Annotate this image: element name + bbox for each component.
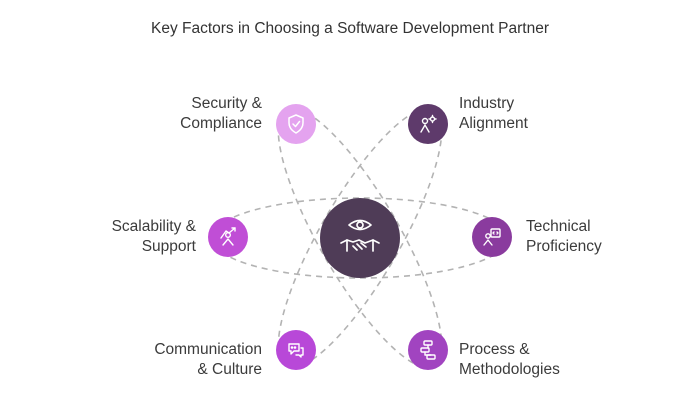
factor-label-technical: Technical Proficiency — [526, 218, 602, 255]
factor-node-industry — [408, 104, 448, 144]
factor-label-industry: Industry Alignment — [459, 95, 528, 132]
factor-label-scalability: Scalability & Support — [111, 218, 196, 255]
process-flow-icon — [420, 340, 436, 360]
factor-label-process: Process & Methodologies — [459, 341, 560, 378]
factor-node-security — [276, 104, 316, 144]
factor-node-process — [408, 330, 448, 370]
factor-node-technical — [472, 217, 512, 257]
factor-label-communication: Communication & Culture — [154, 341, 262, 378]
shield-check-icon — [288, 114, 304, 134]
handshake-eye-icon — [340, 219, 380, 252]
person-gear-icon — [420, 114, 437, 133]
center-hub — [320, 198, 400, 278]
growth-person-icon — [220, 227, 236, 246]
factor-node-communication — [276, 330, 316, 370]
tech-person-icon — [483, 228, 501, 246]
factor-node-scalability — [208, 217, 248, 257]
factor-label-security: Security & Compliance — [180, 95, 262, 132]
diagram-title: Key Factors in Choosing a Software Devel… — [150, 20, 550, 37]
chat-bubble-icon — [288, 343, 304, 358]
